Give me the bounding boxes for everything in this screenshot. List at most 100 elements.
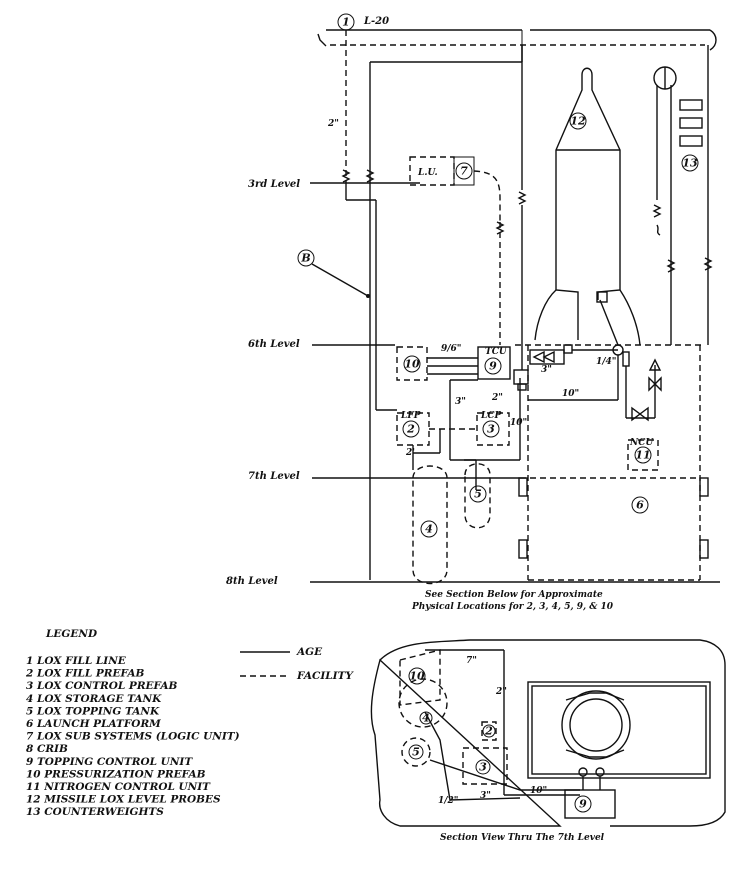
legend-item: 11 NITROGEN CONTROL UNIT xyxy=(26,781,211,793)
callout-7-circle xyxy=(455,162,473,180)
prefab-piping xyxy=(412,378,521,490)
lox-storage-tank xyxy=(412,465,448,585)
callout-2: 2 xyxy=(406,423,415,436)
callout-10-circle xyxy=(403,355,421,373)
pipe-size-3in: 3" xyxy=(541,365,552,375)
legend-item: 2 LOX FILL PREFAB xyxy=(25,668,145,680)
legend-item: 7 LOX SUB SYSTEMS (LOGIC UNIT) xyxy=(26,731,240,743)
section-callout-4: 4 xyxy=(422,712,430,725)
section-callout-10-circle xyxy=(408,667,426,685)
callout-13-circle xyxy=(681,154,699,172)
callout-b-circle xyxy=(297,249,315,267)
callout-9-circle xyxy=(484,357,502,375)
legend-item: 12 MISSILE LOX LEVEL PROBES xyxy=(26,794,221,806)
section-callout-10: 10 xyxy=(409,670,425,683)
legend-item: 3 LOX CONTROL PREFAB xyxy=(26,680,178,692)
section-pipe-half: 1/2" xyxy=(438,796,459,806)
callout-2-circle xyxy=(402,420,420,438)
pipe-size-2in-b: 2" xyxy=(491,393,503,403)
callout-9: 9 xyxy=(489,360,497,373)
note-line-2: Physical Locations for 2, 3, 4, 5, 9, & … xyxy=(411,602,614,612)
legend-item: 5 LOX TOPPING TANK xyxy=(26,705,160,717)
section-pipe-10in: 10" xyxy=(530,786,547,796)
callout-12-circle xyxy=(569,112,587,130)
callout-6-circle xyxy=(631,496,649,514)
legend-item: 4 LOX STORAGE TANK xyxy=(26,693,162,705)
callout-11: 11 xyxy=(635,449,650,462)
callout-12: 12 xyxy=(570,115,586,128)
section-callout-3-circle xyxy=(475,759,491,775)
section-callout-4-circle xyxy=(419,711,433,725)
ncu-label: NCU xyxy=(629,438,654,448)
callout-b: B xyxy=(300,252,310,265)
valve-assembly xyxy=(528,291,662,422)
lox-fill-line xyxy=(341,30,527,580)
tcu-label: TCU xyxy=(485,347,508,357)
lox-topping-tank xyxy=(464,463,491,529)
section-callout-2: 2 xyxy=(484,725,493,738)
callout-3-circle xyxy=(482,420,500,438)
lcp-label: LCP xyxy=(480,411,501,421)
pipe-size-3in-b: 3" xyxy=(455,397,466,407)
legend-age-label: AGE xyxy=(296,646,323,658)
callout-11-circle xyxy=(634,446,652,464)
callout-1: 1 xyxy=(342,16,350,29)
section-caption: Section View Thru The 7th Level xyxy=(440,833,605,843)
callout-5: 5 xyxy=(474,488,482,501)
section-callout-3: 3 xyxy=(479,761,487,774)
section-pipe-7in: 7" xyxy=(466,656,477,666)
section-callout-5: 5 xyxy=(412,746,420,759)
pipe-size-2in: 2" xyxy=(327,119,339,129)
section-view xyxy=(370,639,726,827)
callout-3: 3 xyxy=(487,423,495,436)
legend-item: 8 CRIB xyxy=(26,743,68,755)
legend-item: 10 PRESSURIZATION PREFAB xyxy=(26,768,206,780)
legend-item: 13 COUNTERWEIGHTS xyxy=(26,806,164,818)
logic-unit-link xyxy=(473,170,501,222)
pipe-size-10in: 10" xyxy=(562,389,579,399)
pipe-size-quarter: 1/4" xyxy=(596,357,617,367)
lfp-label: LFP xyxy=(400,411,421,421)
level-8th-label: 8th Level xyxy=(226,576,278,587)
callout-7: 7 xyxy=(460,165,468,178)
callout-4: 4 xyxy=(425,523,433,536)
section-pipe-2in: 2" xyxy=(495,687,507,697)
section-callout-2-circle xyxy=(482,724,496,738)
pipe-size-10in-b: 10" xyxy=(510,418,527,428)
level-lines xyxy=(310,182,720,583)
legend-title: LEGEND xyxy=(45,628,98,640)
level-6th-label: 6th Level xyxy=(248,339,300,350)
callout-5-circle xyxy=(469,485,487,503)
lox-control-prefab-box xyxy=(476,412,510,446)
legend-item: 6 LAUNCH PLATFORM xyxy=(26,718,161,730)
nitrogen-control-unit-box xyxy=(627,439,659,471)
level-7th-label: 7th Level xyxy=(248,471,300,482)
legend-item: 1 LOX FILL LINE xyxy=(26,655,127,667)
pressurization-prefab-box xyxy=(396,346,428,381)
section-callout-9-circle xyxy=(574,795,592,813)
topping-control-unit-box xyxy=(477,346,511,380)
pipe-size-9-16: 9/6" xyxy=(441,344,462,354)
level-l20-label: L-20 xyxy=(363,16,389,27)
logic-unit-box xyxy=(409,156,455,186)
missile xyxy=(521,45,641,346)
section-callout-9: 9 xyxy=(579,798,587,811)
legend-facility-label: FACILITY xyxy=(296,670,354,682)
pipe-size-2ft: 2' xyxy=(405,448,415,458)
callout-6: 6 xyxy=(636,499,644,512)
counterweight-column xyxy=(652,45,713,345)
section-callout-5-circle xyxy=(408,744,424,760)
callout-4-circle xyxy=(420,520,438,538)
note-line-1: See Section Below for Approximate xyxy=(425,590,603,600)
launch-platform xyxy=(518,345,709,581)
l20-slab xyxy=(317,29,717,51)
section-pipe-3in: 3" xyxy=(480,791,491,801)
level-3rd-label: 3rd Level xyxy=(248,179,300,190)
legend-item: 9 TOPPING CONTROL UNIT xyxy=(26,756,193,768)
callout-13: 13 xyxy=(682,157,698,170)
callout-10: 10 xyxy=(404,358,420,371)
logic-unit-label: L.U. xyxy=(417,168,438,178)
